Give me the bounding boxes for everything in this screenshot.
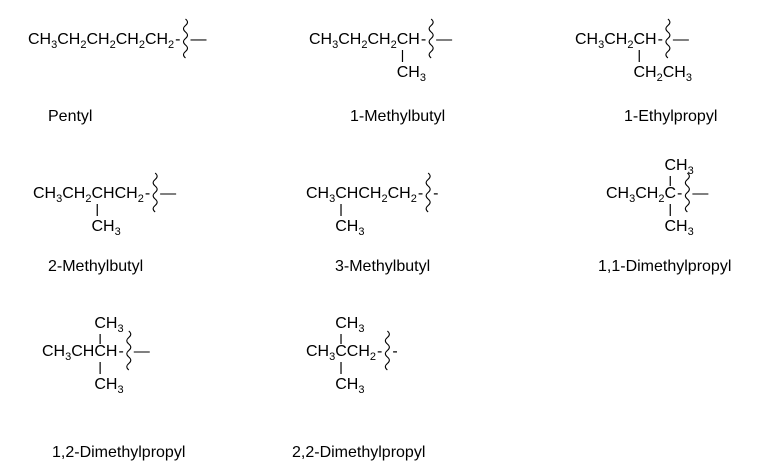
main-chain-formula: CH3​CH2​CH2​CH2​CH2​ bbox=[28, 31, 174, 51]
lower-branch-formula: CH3​ bbox=[94, 376, 123, 396]
main-chain-formula: CH3​CH2​CH2​CH bbox=[309, 31, 420, 51]
main-chain-formula: CH3​CHCH2​CH2​ bbox=[306, 185, 417, 205]
structure-name: Pentyl bbox=[48, 108, 92, 125]
bond-tail: — bbox=[436, 31, 452, 48]
lower-branch-formula: CH3​ bbox=[91, 218, 120, 238]
bond-tail: — bbox=[692, 185, 708, 202]
bond-tail: - bbox=[433, 185, 438, 202]
wavy-bond-icon bbox=[152, 172, 158, 213]
bond-tail: — bbox=[673, 31, 689, 48]
lower-branch-formula: CH3​ bbox=[335, 376, 364, 396]
molecule-1-2-dimethylpropyl: CH3​CHCH-— CH3​ CH3​ 1,2-Dimethylpropyl bbox=[42, 315, 185, 461]
molecule-1-methylbutyl: CH3​CH2​CH2​CH-— CH3​ 1-Methylbutyl bbox=[309, 18, 452, 125]
wavy-bond-icon bbox=[684, 172, 690, 213]
bond-dash: - bbox=[418, 185, 423, 202]
structure-name: 1-Ethylpropyl bbox=[624, 108, 717, 125]
structure-name: 2,2-Dimethylpropyl bbox=[292, 444, 425, 461]
structure-name: 1,2-Dimethylpropyl bbox=[52, 444, 185, 461]
lower-branch-formula: CH3​ bbox=[397, 64, 426, 84]
bond-tail: — bbox=[134, 343, 150, 360]
main-chain-formula: CH3​CH2​C bbox=[606, 185, 676, 205]
bond-tail: — bbox=[191, 31, 207, 48]
bond-dash: - bbox=[377, 343, 382, 360]
molecule-1-ethylpropyl: CH3​CH2​CH-— CH2​CH3​ 1-Ethylpropyl bbox=[575, 18, 717, 125]
bond-dash: - bbox=[658, 31, 663, 48]
lower-branch-formula: CH3​ bbox=[335, 218, 364, 238]
bond-dash: - bbox=[145, 185, 150, 202]
upper-branch-formula: CH3​ bbox=[335, 315, 364, 335]
wavy-bond-icon bbox=[428, 18, 434, 59]
wavy-bond-icon bbox=[182, 18, 189, 59]
molecule-2-2-dimethylpropyl: CH3​CCH2​--CH3​CH3​2,2-Dimethylpropyl bbox=[292, 315, 425, 461]
lower-branch-formula: CH2​CH3​ bbox=[633, 64, 691, 84]
wavy-bond-icon bbox=[126, 330, 132, 371]
molecule-1-1-dimethylpropyl: CH3​CH2​C-— CH3​ CH3​ 1,1-Dimethylpropyl bbox=[598, 157, 731, 275]
wavy-bond-icon bbox=[665, 18, 671, 59]
main-chain-formula: CH3​CH2​CH bbox=[575, 31, 657, 51]
main-chain-formula: CH3​CCH2​ bbox=[306, 343, 376, 363]
lower-branch-formula: CH3​ bbox=[664, 218, 693, 238]
main-chain-formula: CH3​CH2​CHCH2​ bbox=[33, 185, 144, 205]
bond-dash: - bbox=[175, 31, 180, 48]
bond-dash: - bbox=[677, 185, 682, 202]
structure-name: 1,1-Dimethylpropyl bbox=[598, 258, 731, 275]
molecule-3-methylbutyl: CH3​CHCH2​CH2​-- CH3​ 3-Methylbutyl bbox=[306, 172, 438, 275]
main-chain-formula: CH3​CHCH bbox=[42, 343, 117, 363]
molecule-2-methylbutyl: CH3​CH2​CHCH2​-— CH3​ 2-Methylbutyl bbox=[33, 172, 176, 275]
wavy-bond-icon bbox=[425, 172, 431, 213]
bond-tail: - bbox=[392, 343, 397, 360]
upper-branch-formula: CH3​ bbox=[664, 157, 693, 177]
molecule-pentyl: CH3​CH2​CH2​CH2​CH2​-— Pentyl bbox=[28, 18, 207, 125]
structure-name: 1-Methylbutyl bbox=[350, 108, 445, 125]
wavy-bond-icon bbox=[384, 330, 390, 371]
upper-branch-formula: CH3​ bbox=[94, 315, 123, 335]
bond-dash: - bbox=[421, 31, 426, 48]
structure-name: 3-Methylbutyl bbox=[335, 258, 430, 275]
bond-dash: - bbox=[118, 343, 123, 360]
bond-tail: — bbox=[160, 185, 176, 202]
structure-name: 2-Methylbutyl bbox=[48, 258, 143, 275]
